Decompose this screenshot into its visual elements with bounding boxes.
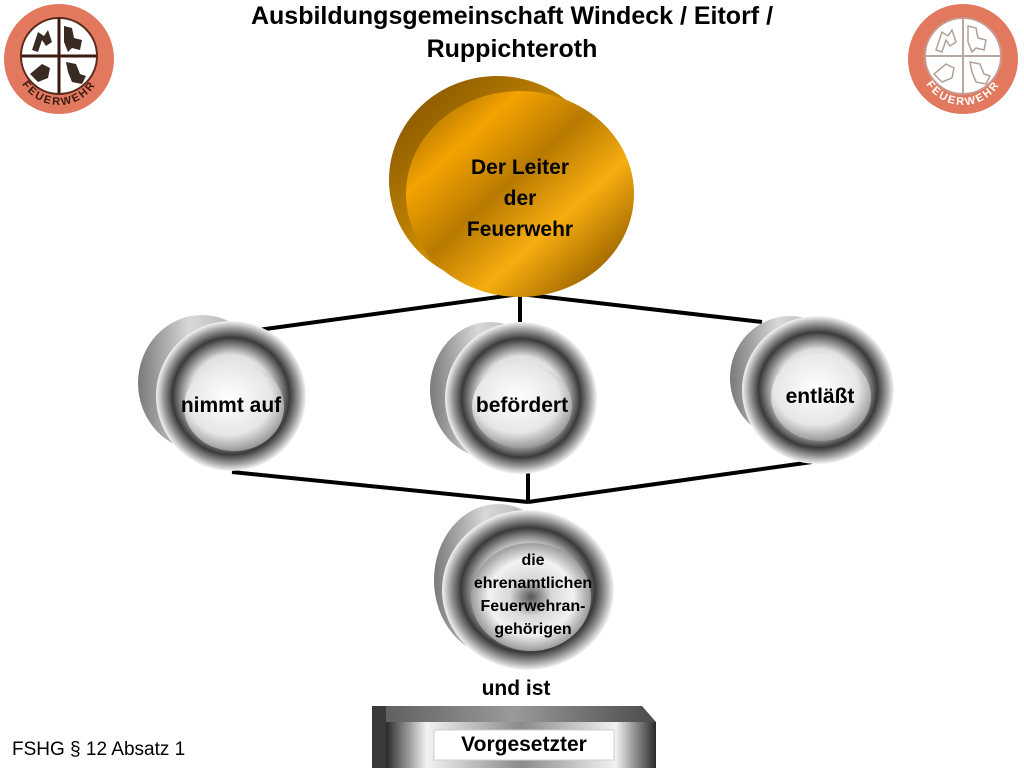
feuerwehr-emblem-icon: FEUERWEHR <box>4 4 114 114</box>
action-node-befoerdert <box>430 322 597 474</box>
title-line-2: Ruppichteroth <box>426 35 598 63</box>
leader-node-label: Der Leiter der Feuerwehr <box>440 152 600 245</box>
action-label-befoerdert: befördert <box>475 394 569 417</box>
title-line-1: Ausbildungsgemeinschaft Windeck / Eitorf… <box>250 2 774 30</box>
result-box <box>372 706 656 768</box>
feuerwehr-emblem-icon: FEUERWEHR <box>908 4 1018 114</box>
members-node-label: die ehrenamtlichen Feuerwehran- gehörige… <box>448 549 618 641</box>
feuerwehr-logo-left: FEUERWEHR <box>2 2 116 116</box>
leader-line-3: Feuerwehr <box>466 218 574 241</box>
members-node <box>434 504 614 670</box>
action-label-entlaesst: entläßt <box>785 385 855 408</box>
feuerwehr-logo-right: FEUERWEHR <box>906 2 1020 116</box>
action-label-nimmt-auf: nimmt auf <box>180 394 282 417</box>
page-title: Ausbildungsgemeinschaft Windeck / Eitorf… <box>120 0 904 66</box>
result-box-label: Vorgesetzter <box>461 733 587 756</box>
leader-line-1: Der Leiter <box>470 156 570 179</box>
members-line-3: Feuerwehran- <box>480 598 586 615</box>
action-node-entlaesst <box>730 316 894 464</box>
members-line-4: gehörigen <box>494 621 572 638</box>
members-line-2: ehrenamtlichen <box>473 575 593 592</box>
action-node-nimmt-auf <box>138 315 306 471</box>
connector-text: und ist <box>481 677 551 700</box>
leader-line-2: der <box>503 187 537 210</box>
connector-lines <box>231 292 813 504</box>
leader-node <box>389 76 634 297</box>
members-line-1: die <box>521 552 545 569</box>
footer-citation: FSHG § 12 Absatz 1 <box>12 739 186 760</box>
